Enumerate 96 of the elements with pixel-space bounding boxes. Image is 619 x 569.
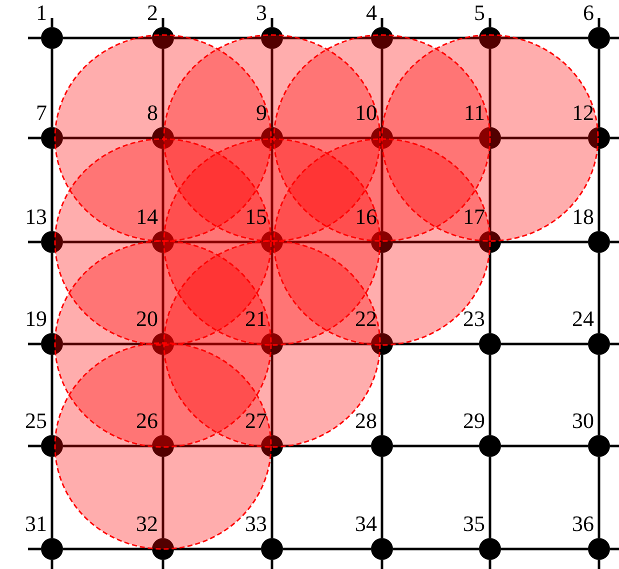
grid-line: [501, 136, 588, 140]
node-number: 12: [572, 102, 594, 124]
grid-line: [174, 240, 261, 244]
grid-line: [50, 49, 54, 127]
node-number: 20: [136, 308, 158, 330]
grid-line: [380, 149, 384, 231]
grid-line: [162, 355, 164, 435]
node-number: 28: [355, 410, 377, 432]
node-number: 4: [366, 2, 377, 24]
node-number: 8: [147, 102, 158, 124]
grid-line: [283, 36, 371, 40]
node-number: 24: [572, 308, 594, 330]
node-number: 9: [256, 102, 267, 124]
grid-line: [174, 548, 261, 550]
grid-line: [598, 355, 600, 435]
grid-line: [598, 253, 600, 333]
grid-line: [380, 355, 384, 435]
grid-line: [488, 149, 492, 231]
node-number: 33: [245, 513, 267, 535]
node-number: 3: [256, 2, 267, 24]
node-number: 22: [355, 308, 377, 330]
node-number: 2: [147, 2, 158, 24]
node-number: 7: [36, 102, 47, 124]
grid-line: [63, 342, 152, 346]
node-number: 31: [25, 513, 47, 535]
grid-line: [174, 444, 261, 448]
node-number: 34: [355, 513, 377, 535]
grid-line: [174, 342, 261, 346]
grid-line: [598, 457, 600, 538]
node-number: 35: [463, 513, 485, 535]
node-number: 18: [572, 206, 594, 228]
node-number: 23: [463, 308, 485, 330]
grid-line: [393, 444, 479, 448]
grid-line: [488, 253, 492, 333]
grid-line: [162, 149, 164, 231]
node-number: 17: [463, 206, 485, 228]
grid-line: [50, 253, 54, 333]
node-number: 16: [355, 206, 377, 228]
grid-line: [63, 240, 152, 244]
grid-line: [283, 342, 371, 346]
grid-line: [380, 49, 384, 127]
node-number: 6: [583, 2, 594, 24]
grid-line: [50, 149, 54, 231]
grid-line: [598, 49, 600, 127]
grid-line: [393, 548, 479, 550]
node-number: 15: [245, 206, 267, 228]
node-number: 27: [245, 410, 267, 432]
grid-line: [283, 548, 371, 550]
grid-line: [501, 444, 588, 448]
grid-line: [488, 49, 492, 127]
grid-line: [393, 342, 479, 346]
grid-line: [270, 49, 274, 127]
grid-line: [501, 342, 588, 346]
grid-line: [50, 355, 54, 435]
grid-line: [501, 36, 588, 40]
grid-line: [63, 136, 152, 140]
node-number: 32: [136, 513, 158, 535]
grid-line: [162, 253, 164, 333]
node-number: 13: [25, 206, 47, 228]
grid-line: [393, 136, 479, 140]
grid-line: [501, 240, 588, 244]
grid-line: [488, 457, 492, 538]
grid-line: [501, 548, 588, 550]
node-number: 19: [25, 308, 47, 330]
node-number: 26: [136, 410, 158, 432]
grid-line: [283, 240, 371, 244]
node-number: 36: [572, 513, 594, 535]
grid-line: [380, 457, 384, 538]
grid-line: [393, 36, 479, 40]
node-number: 11: [464, 102, 485, 124]
grid-line: [598, 149, 600, 231]
node-number: 25: [25, 410, 47, 432]
node-number: 21: [245, 308, 267, 330]
grid-line: [283, 444, 371, 448]
grid-line: [162, 49, 164, 127]
node-number: 29: [463, 410, 485, 432]
node-number: 10: [355, 102, 377, 124]
grid-line: [63, 444, 152, 448]
grid-line: [283, 136, 371, 140]
grid-line: [270, 149, 274, 231]
node-number: 5: [474, 2, 485, 24]
grid-line: [270, 457, 274, 538]
node-number: 30: [572, 410, 594, 432]
grid-line: [393, 240, 479, 244]
grid-line: [50, 457, 54, 538]
grid-line: [270, 253, 274, 333]
node-number: 14: [136, 206, 158, 228]
grid-line: [270, 355, 274, 435]
grid-line: [63, 36, 152, 40]
grid-line: [63, 548, 152, 550]
grid-line: [174, 136, 261, 140]
grid-line: [174, 36, 261, 40]
grid-line: [380, 253, 384, 333]
grid-line: [488, 355, 492, 435]
node-number: 1: [36, 2, 47, 24]
grid-line: [162, 457, 164, 538]
